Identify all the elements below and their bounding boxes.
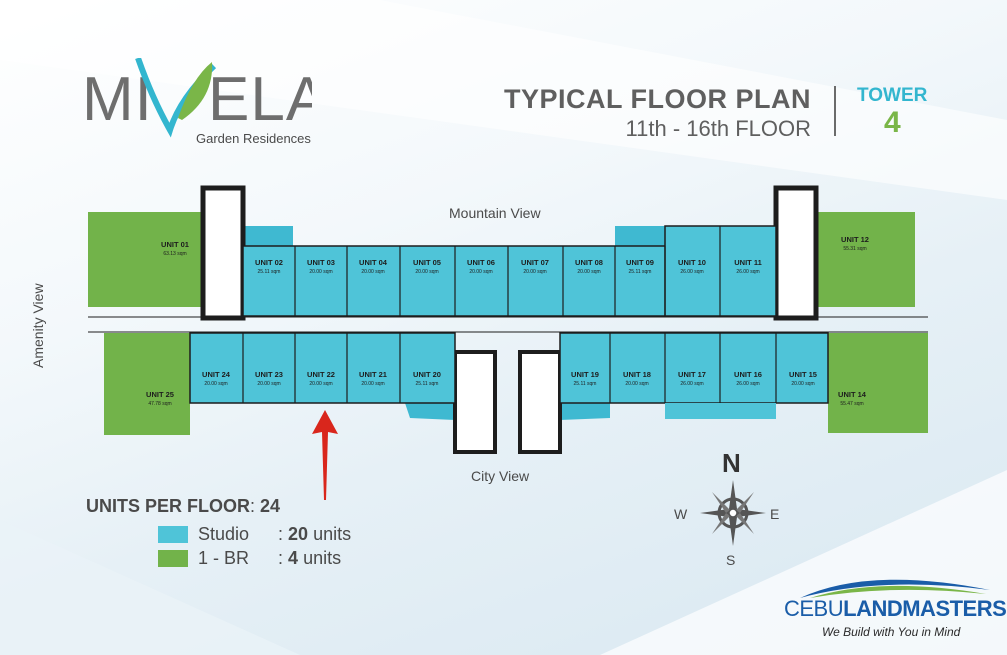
unit-area: 55.47 sqm	[840, 401, 863, 407]
unit-label: UNIT 01	[161, 240, 189, 249]
unit-label: UNIT 04	[359, 258, 388, 267]
unit-area: 25.11 sqm	[574, 381, 597, 387]
unit-area: 20.00 sqm	[523, 269, 546, 275]
unit-label: UNIT 15	[789, 370, 817, 379]
unit-label: UNIT 24	[202, 370, 231, 379]
unit-label: UNIT 16	[734, 370, 762, 379]
unit-area: 47.78 sqm	[148, 401, 171, 407]
unit-12-area	[818, 212, 915, 307]
unit-label: UNIT 10	[678, 258, 706, 267]
unit-label: UNIT 11	[734, 258, 762, 267]
legend-colon: :	[250, 496, 256, 516]
developer-name-part1: CEBU	[784, 596, 844, 621]
brand-logo: MI ELA	[82, 57, 327, 153]
one-br-count: : 4 units	[278, 548, 342, 568]
unit-area: 20.00 sqm	[309, 381, 332, 387]
plan-title: TYPICAL FLOOR PLAN	[503, 84, 811, 114]
legend-title-text: UNITS PER FLOOR	[86, 496, 251, 516]
developer-name: CEBULANDMASTERS	[784, 596, 1007, 622]
unit-14-area	[828, 333, 928, 433]
unit-01-area	[88, 212, 205, 307]
amenity-view-label: Amenity View	[30, 283, 46, 368]
unit-label: UNIT 06	[467, 258, 495, 267]
tower-number: 4	[884, 106, 901, 139]
unit-label: UNIT 18	[623, 370, 651, 379]
one-br-swatch	[158, 550, 188, 567]
legend-studio: Studio : 20 units	[158, 524, 351, 545]
unit-label: UNIT 23	[255, 370, 283, 379]
unit-label: UNIT 19	[571, 370, 599, 379]
unit-area: 25.11 sqm	[416, 381, 439, 387]
tower-label: TOWER	[857, 85, 928, 106]
developer-name-part2: LANDMASTERS	[843, 596, 1007, 621]
unit-area: 63.13 sqm	[163, 251, 186, 257]
unit-label: UNIT 09	[626, 258, 654, 267]
unit-label: UNIT 05	[413, 258, 441, 267]
unit-area: 25.11 sqm	[629, 269, 652, 275]
unit-area: 20.00 sqm	[791, 381, 814, 387]
unit-area: 20.00 sqm	[469, 269, 492, 275]
unit-label: UNIT 02	[255, 258, 283, 267]
unit-25-area	[104, 333, 190, 435]
svg-text:ELA: ELA	[208, 65, 312, 134]
unit-label: UNIT 08	[575, 258, 603, 267]
unit-area: 26.00 sqm	[736, 269, 759, 275]
unit-area: 20.00 sqm	[309, 269, 332, 275]
unit-area: 55.31 sqm	[843, 246, 866, 252]
unit-area: 26.00 sqm	[736, 381, 759, 387]
studio-count: : 20 units	[278, 524, 352, 544]
developer-tagline: We Build with You in Mind	[822, 625, 961, 639]
legend-total: 24	[260, 496, 281, 516]
legend-one-br: 1 - BR : 4 units	[158, 548, 341, 569]
one-br-label: 1 - BR	[198, 548, 250, 568]
location-arrow-icon	[312, 410, 338, 500]
legend-title: UNITS PER FLOOR: 24	[86, 496, 280, 517]
mivela-logo-graphic: MI ELA	[82, 57, 327, 138]
logo-subtitle: Garden Residences	[196, 131, 311, 146]
unit-area: 20.00 sqm	[361, 381, 384, 387]
developer-logo-swoosh	[800, 579, 990, 598]
svg-text:MI: MI	[82, 65, 153, 134]
unit-area: 25.11 sqm	[258, 269, 281, 275]
unit-area: 20.00 sqm	[361, 269, 384, 275]
unit-label: UNIT 21	[359, 370, 387, 379]
unit-label: UNIT 14	[838, 390, 867, 399]
unit-label: UNIT 07	[521, 258, 549, 267]
unit-label: UNIT 22	[307, 370, 335, 379]
unit-area: 20.00 sqm	[625, 381, 648, 387]
unit-area: 20.00 sqm	[204, 381, 227, 387]
unit-area: 20.00 sqm	[257, 381, 280, 387]
unit-label: UNIT 12	[841, 235, 869, 244]
compass-west: W	[674, 506, 688, 522]
compass-east: E	[770, 506, 780, 522]
studio-label: Studio	[198, 524, 250, 544]
compass-rose-icon	[700, 480, 766, 546]
unit-area: 20.00 sqm	[415, 269, 438, 275]
plan-floors: 11th - 16th FLOOR	[625, 116, 811, 141]
header-divider	[834, 86, 836, 136]
unit-label: UNIT 25	[146, 390, 174, 399]
unit-area: 26.00 sqm	[680, 269, 703, 275]
unit-area: 26.00 sqm	[680, 381, 703, 387]
unit-label: UNIT 03	[307, 258, 335, 267]
unit-label: UNIT 20	[413, 370, 441, 379]
studio-swatch	[158, 526, 188, 543]
city-view-label: City View	[471, 468, 530, 484]
mountain-view-label: Mountain View	[449, 205, 541, 221]
compass-north: N	[722, 448, 741, 478]
compass-south: S	[726, 552, 736, 568]
unit-area: 20.00 sqm	[577, 269, 600, 275]
unit-label: UNIT 17	[678, 370, 706, 379]
